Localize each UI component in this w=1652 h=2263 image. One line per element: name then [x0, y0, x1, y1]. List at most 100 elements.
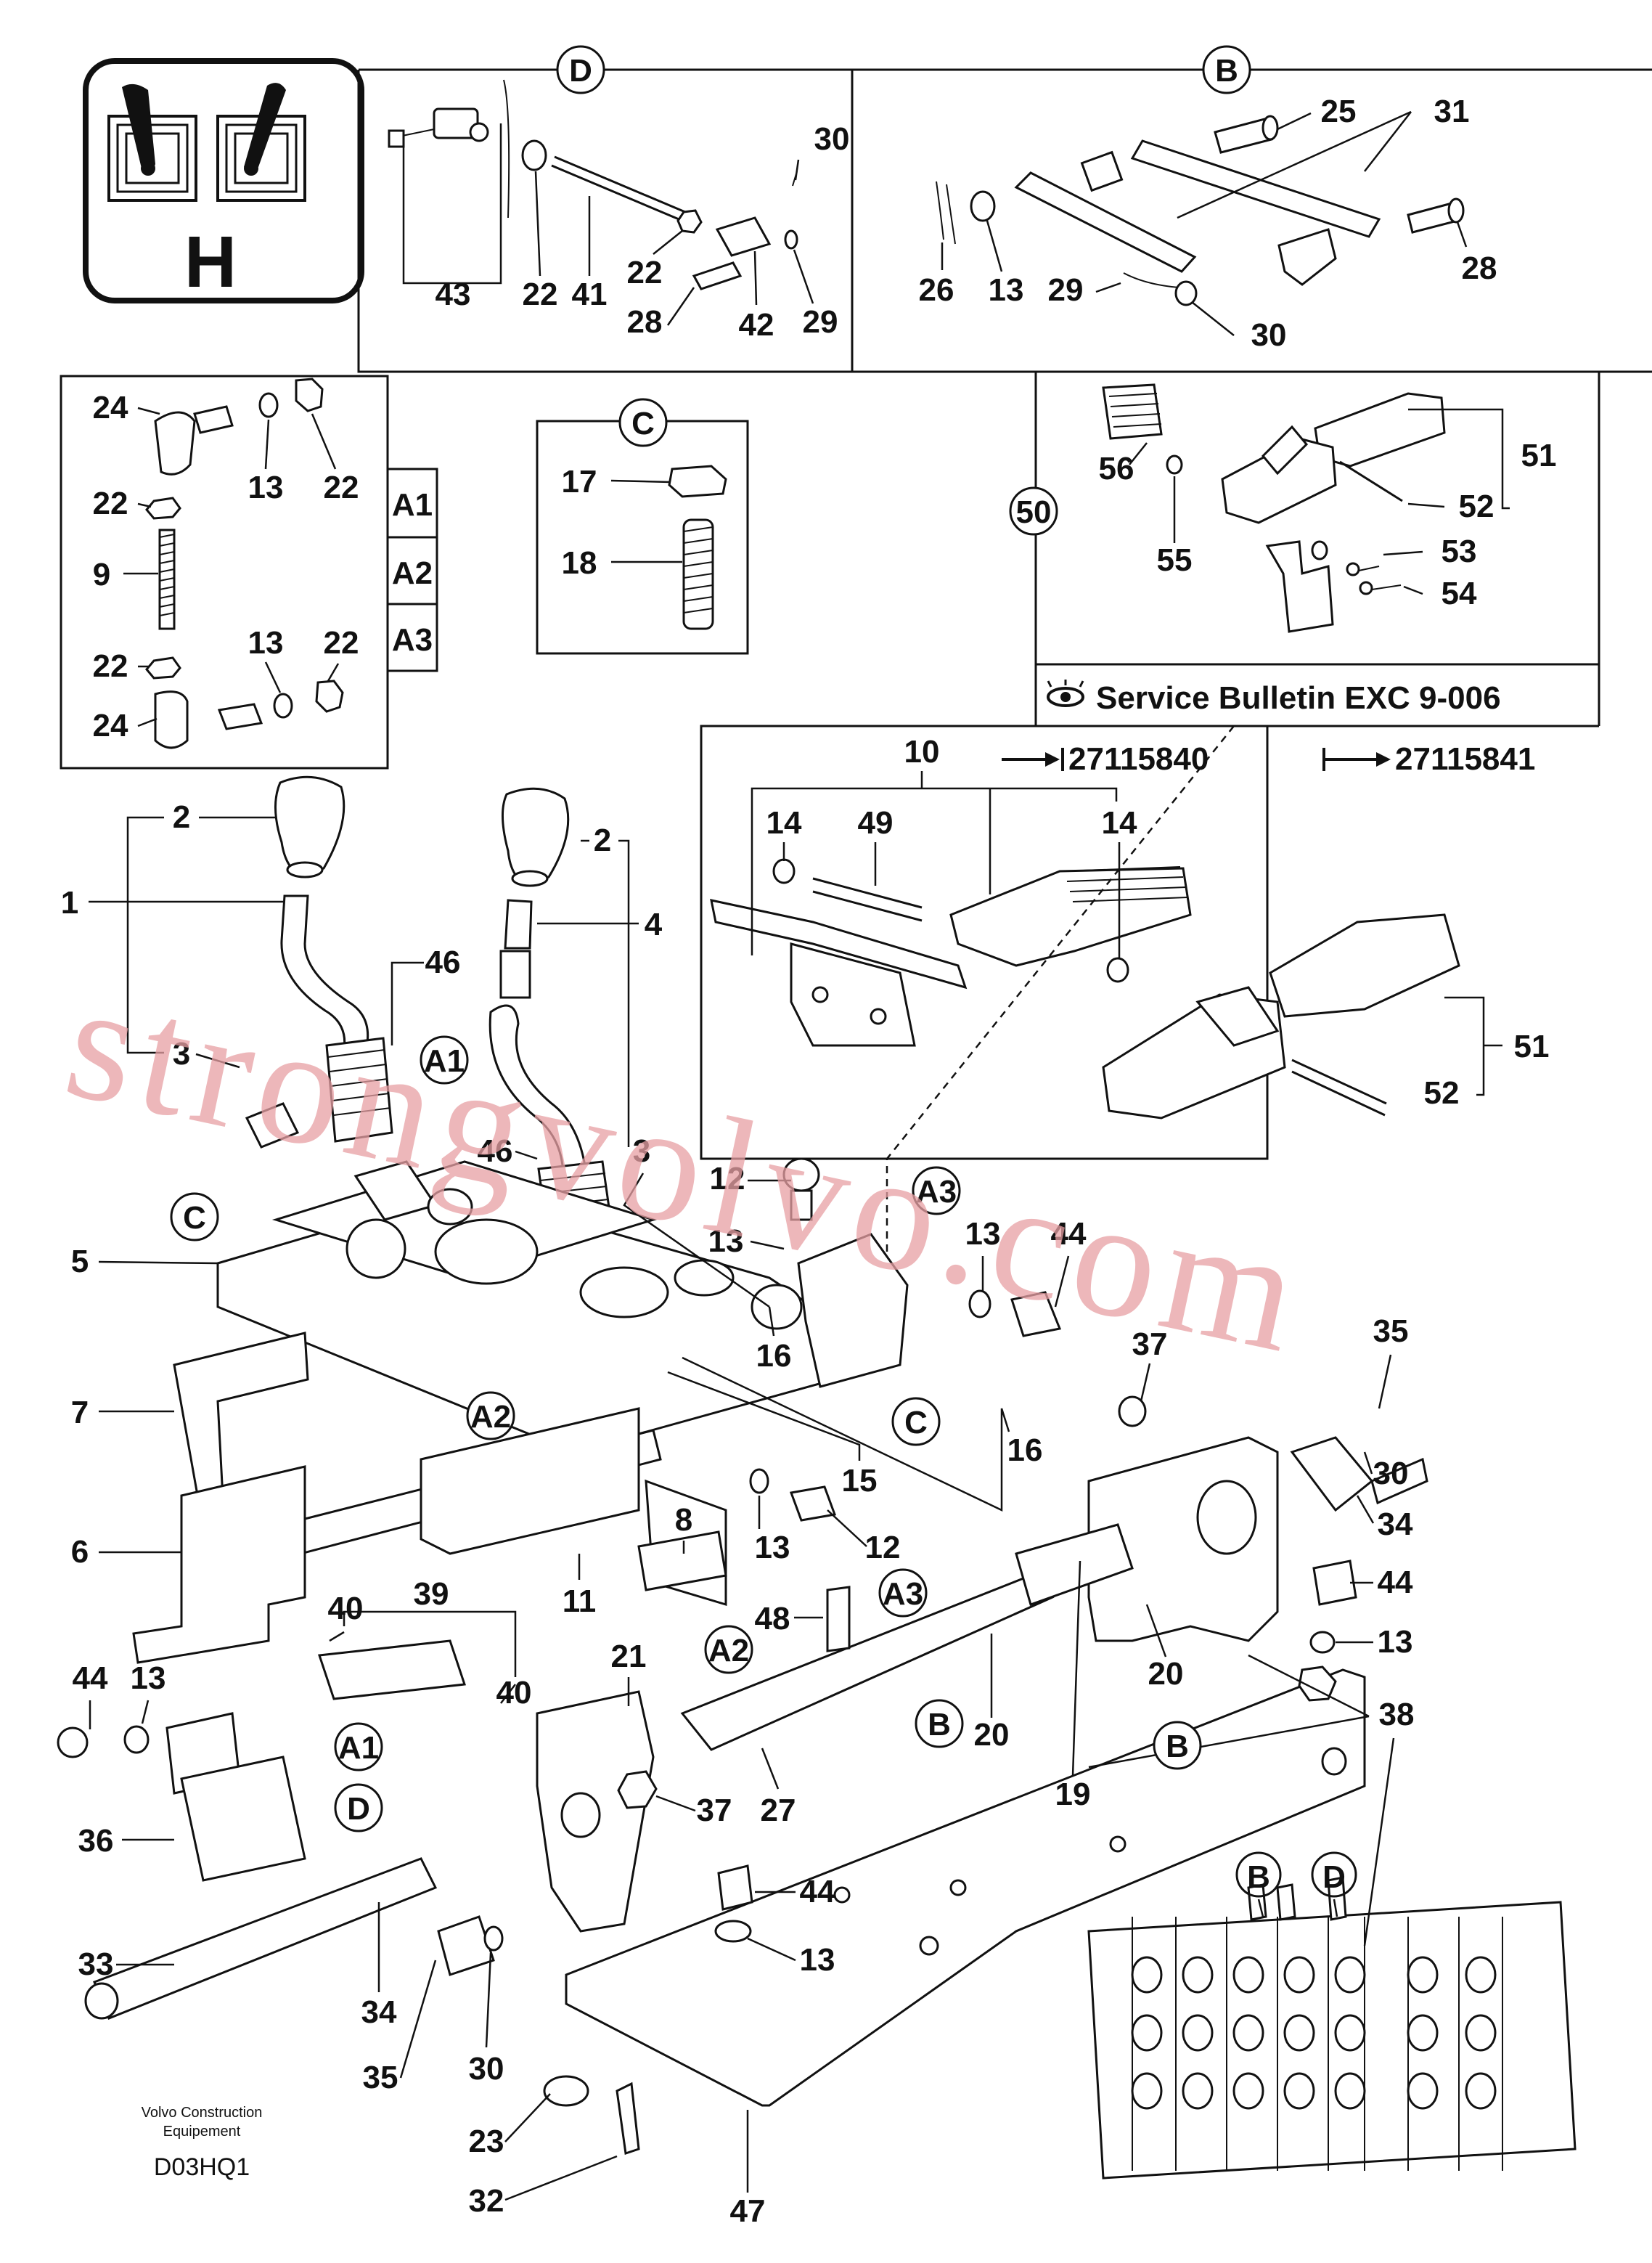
svg-text:39: 39: [414, 1576, 449, 1612]
svg-text:52: 52: [1459, 489, 1494, 524]
svg-text:6: 6: [71, 1534, 89, 1570]
svg-text:12: 12: [865, 1530, 901, 1565]
main-labels: 2 1 46 2 4 3 46 3 5 12 13 13 44 16 16 15…: [61, 799, 1415, 2229]
svg-text:B: B: [1247, 1859, 1270, 1895]
svg-text:A2: A2: [470, 1399, 511, 1435]
svg-text:10: 10: [904, 734, 940, 770]
svg-text:16: 16: [1007, 1432, 1043, 1468]
svg-text:22: 22: [523, 277, 558, 312]
svg-text:C: C: [183, 1200, 206, 1236]
svg-text:5: 5: [71, 1244, 89, 1279]
svg-text:41: 41: [572, 277, 608, 312]
eye-icon: [1047, 680, 1084, 707]
svg-text:46: 46: [478, 1133, 513, 1169]
svg-text:23: 23: [469, 2124, 504, 2159]
svg-text:35: 35: [1373, 1313, 1409, 1349]
svg-text:44: 44: [800, 1874, 835, 1909]
svg-text:22: 22: [324, 625, 359, 661]
pedal-serial-box: 27115840 27115841 10 14 49 14 51 52: [700, 725, 1549, 1160]
svg-text:30: 30: [814, 121, 850, 157]
svg-text:7: 7: [71, 1395, 89, 1430]
main-assembly: [57, 775, 1577, 2180]
svg-text:13: 13: [965, 1216, 1001, 1252]
svg-text:A3: A3: [883, 1576, 923, 1612]
svg-text:13: 13: [131, 1660, 166, 1696]
svg-text:18: 18: [562, 545, 597, 581]
svg-text:54: 54: [1442, 576, 1477, 611]
svg-text:22: 22: [627, 255, 663, 290]
main-callouts: A1 A2 A3 A3 A2 A1 C C B B D: [170, 1035, 1357, 1898]
svg-text:20: 20: [974, 1717, 1010, 1753]
svg-text:D: D: [1322, 1859, 1346, 1895]
svg-text:24: 24: [93, 390, 128, 425]
logo-letter: H: [184, 221, 237, 303]
svg-text:27: 27: [761, 1793, 796, 1828]
svg-text:C: C: [631, 406, 655, 441]
svg-text:44: 44: [1378, 1565, 1413, 1600]
svg-text:14: 14: [766, 805, 802, 841]
svg-text:21: 21: [611, 1639, 647, 1674]
svg-text:38: 38: [1379, 1697, 1415, 1732]
svg-text:30: 30: [469, 2051, 504, 2087]
svg-text:22: 22: [93, 486, 128, 521]
svg-text:8: 8: [675, 1502, 692, 1538]
company-line-2: Equipement: [163, 2124, 241, 2140]
svg-text:3: 3: [633, 1133, 650, 1169]
view-circle-d: D: [556, 45, 605, 94]
detail-d-labels: 43 22 41 22 30 28 42 29: [402, 121, 850, 343]
svg-text:13: 13: [248, 470, 284, 505]
svg-text:C: C: [904, 1405, 928, 1440]
svg-text:19: 19: [1055, 1777, 1091, 1812]
svg-text:A1: A1: [338, 1730, 379, 1766]
svg-text:3: 3: [173, 1036, 190, 1072]
svg-text:31: 31: [1434, 94, 1470, 129]
svg-text:20: 20: [1148, 1656, 1184, 1692]
serial-to: 27115840: [1068, 741, 1209, 777]
svg-text:9: 9: [93, 557, 110, 592]
service-bulletin: Service Bulletin EXC 9-006: [1047, 680, 1501, 716]
svg-text:34: 34: [1378, 1506, 1413, 1542]
svg-text:34: 34: [361, 1994, 397, 2030]
svg-text:52: 52: [1424, 1075, 1460, 1111]
drawing-code: D03HQ1: [154, 2153, 250, 2181]
svg-text:56: 56: [1099, 451, 1134, 486]
svg-text:2: 2: [594, 823, 611, 858]
svg-text:36: 36: [78, 1823, 114, 1859]
svg-text:48: 48: [755, 1601, 790, 1636]
svg-text:A3: A3: [916, 1174, 957, 1210]
detail-frame-top: [357, 68, 1652, 727]
svg-text:32: 32: [469, 2183, 504, 2219]
svg-text:A1: A1: [424, 1043, 465, 1079]
serial-from-arrow: [1322, 748, 1391, 771]
svg-text:29: 29: [803, 304, 838, 340]
svg-text:13: 13: [989, 272, 1024, 308]
detail-50: 50 56 51 52 55 53 54: [1009, 383, 1557, 633]
svg-text:D: D: [347, 1791, 370, 1827]
svg-text:22: 22: [324, 470, 359, 505]
svg-text:44: 44: [1051, 1216, 1087, 1252]
svg-text:B: B: [1215, 53, 1238, 89]
svg-text:13: 13: [708, 1223, 744, 1259]
svg-text:44: 44: [73, 1660, 108, 1696]
detail-c-box: C 17 18: [536, 398, 749, 655]
svg-text:12: 12: [710, 1161, 745, 1196]
svg-text:30: 30: [1373, 1456, 1409, 1491]
svg-text:40: 40: [496, 1675, 532, 1710]
svg-text:28: 28: [627, 304, 663, 340]
svg-text:13: 13: [248, 625, 284, 661]
svg-text:29: 29: [1048, 272, 1084, 308]
svg-text:17: 17: [562, 464, 597, 500]
svg-text:4: 4: [645, 907, 663, 942]
svg-text:46: 46: [425, 945, 461, 980]
svg-text:13: 13: [1378, 1624, 1413, 1660]
svg-text:28: 28: [1462, 250, 1497, 286]
tab-a2: A2: [392, 555, 433, 591]
svg-text:1: 1: [61, 885, 78, 921]
svg-text:42: 42: [739, 307, 774, 343]
svg-text:24: 24: [93, 708, 128, 743]
svg-text:51: 51: [1521, 438, 1557, 473]
detail-b-labels: 25 31 26 13 29 28 30: [919, 94, 1497, 353]
svg-text:22: 22: [93, 648, 128, 684]
svg-text:26: 26: [919, 272, 954, 308]
